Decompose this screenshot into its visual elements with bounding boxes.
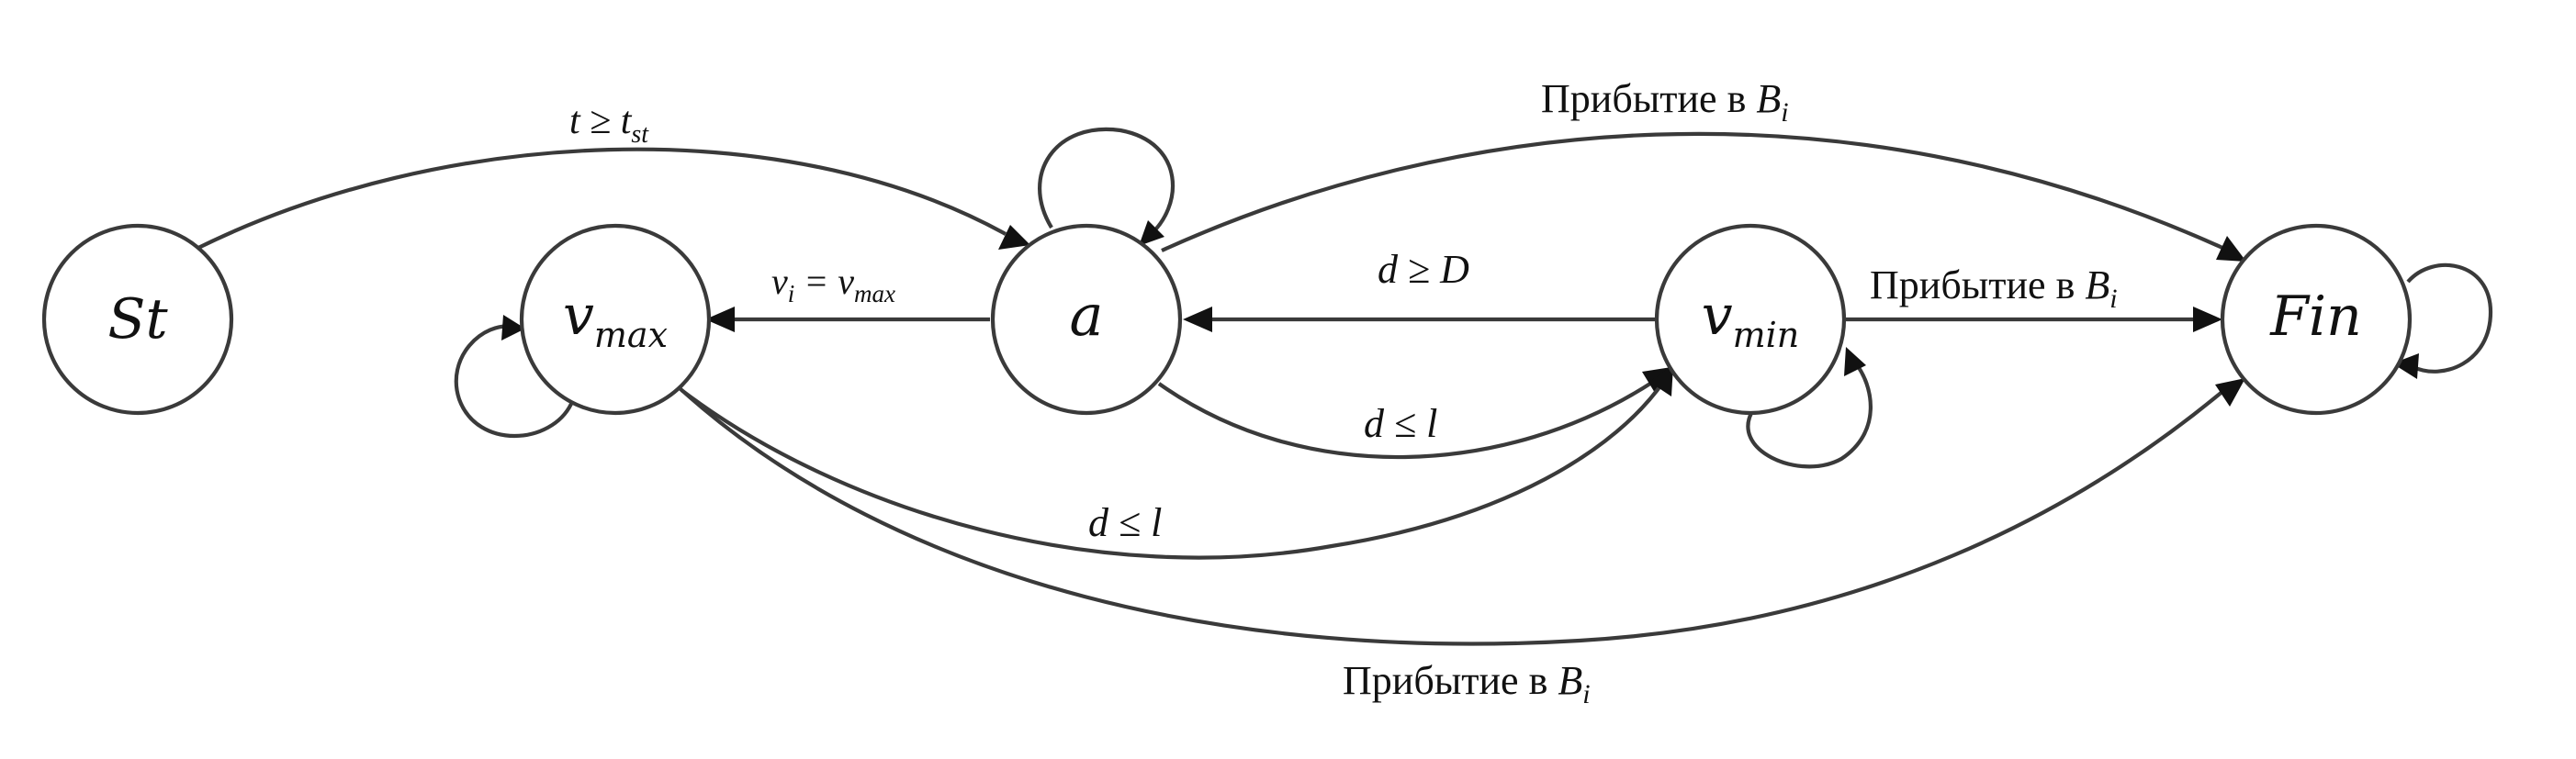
label-vmax-to-vmin: d ≤ l xyxy=(1088,500,1162,545)
label-vmin-to-fin-var: B xyxy=(2085,262,2109,307)
node-vmin xyxy=(1654,223,1847,416)
label-a-to-vmax-sub1: i xyxy=(788,280,795,307)
node-vmin-label-main: v xyxy=(1702,284,1733,348)
arrowhead-vmin-to-a xyxy=(1183,307,1212,332)
label-vmin-to-fin-sub: i xyxy=(2109,284,2117,314)
arrowhead-vmax-to-vmin xyxy=(1649,365,1673,396)
label-a-to-vmax-v: v xyxy=(771,261,788,302)
label-vmax-to-fin-text: Прибытие в xyxy=(1343,658,1558,703)
edge-a-to-vmin xyxy=(1157,380,1655,460)
node-st-label: St xyxy=(107,287,168,352)
label-vmin-to-fin: Прибытие в Bi xyxy=(1870,262,2118,314)
label-a-to-fin-sub: i xyxy=(1781,97,1788,128)
node-vmin-label: vmin xyxy=(1702,284,1800,355)
edge-a-to-fin xyxy=(1161,131,2223,252)
arrowhead-vmin-to-fin xyxy=(2193,307,2222,332)
arrowhead-a-to-fin xyxy=(2216,236,2246,262)
label-vmin-to-a: d ≥ D xyxy=(1378,247,1469,292)
label-st-to-a: t ≥ tst xyxy=(569,100,649,149)
arrowhead-a-self-loop xyxy=(1139,220,1164,246)
label-vmax-to-fin-var: B xyxy=(1558,658,1582,703)
node-st xyxy=(41,223,234,416)
label-vmax-to-fin-sub: i xyxy=(1582,679,1590,709)
edge-vmax-self-loop xyxy=(454,324,573,439)
node-a xyxy=(990,223,1183,416)
arrowhead-vmax-to-fin xyxy=(2215,378,2245,407)
label-vmin-to-fin-text: Прибытие в xyxy=(1870,262,2085,307)
arrowhead-st-to-a xyxy=(998,225,1030,250)
label-st-to-a-sub: st xyxy=(631,120,649,149)
node-vmax-label-main: v xyxy=(563,284,594,348)
label-a-to-fin-var: B xyxy=(1756,76,1781,121)
arrowhead-a-to-vmax xyxy=(705,307,735,332)
edge-a-self-loop xyxy=(1038,127,1176,239)
edge-st-to-a xyxy=(197,147,1007,250)
label-vmax-to-fin: Прибытие в Bi xyxy=(1343,658,1591,709)
label-a-to-fin-text: Прибытие в xyxy=(1541,76,1756,121)
label-a-to-vmax: vi = vmax xyxy=(771,261,895,307)
node-fin xyxy=(2220,223,2413,416)
label-st-to-a-main: t ≥ t xyxy=(569,100,633,142)
node-vmax-label: vmax xyxy=(563,284,668,355)
edge-vmax-to-fin xyxy=(678,386,2226,646)
edge-vmax-to-vmin xyxy=(680,379,1666,560)
edge-vmin-self-loop xyxy=(1746,361,1873,469)
label-a-to-fin: Прибытие в Bi xyxy=(1541,76,1789,128)
arrowhead-vmax-self-loop xyxy=(501,315,525,340)
arrowhead-vmin-self-loop xyxy=(1844,347,1866,376)
node-vmax-label-sub: max xyxy=(594,315,668,355)
node-fin-label: Fin xyxy=(2269,285,2361,349)
label-a-to-vmax-sub2: max xyxy=(854,280,895,307)
edge-fin-self-loop xyxy=(2406,262,2493,374)
node-vmax xyxy=(519,223,712,416)
label-a-to-vmax-mid: = v xyxy=(794,261,854,302)
arrowhead-fin-self-loop xyxy=(2392,353,2419,379)
label-a-to-vmin: d ≤ l xyxy=(1364,401,1437,446)
node-a-label: a xyxy=(1070,282,1104,349)
node-vmin-label-sub: min xyxy=(1733,315,1800,355)
